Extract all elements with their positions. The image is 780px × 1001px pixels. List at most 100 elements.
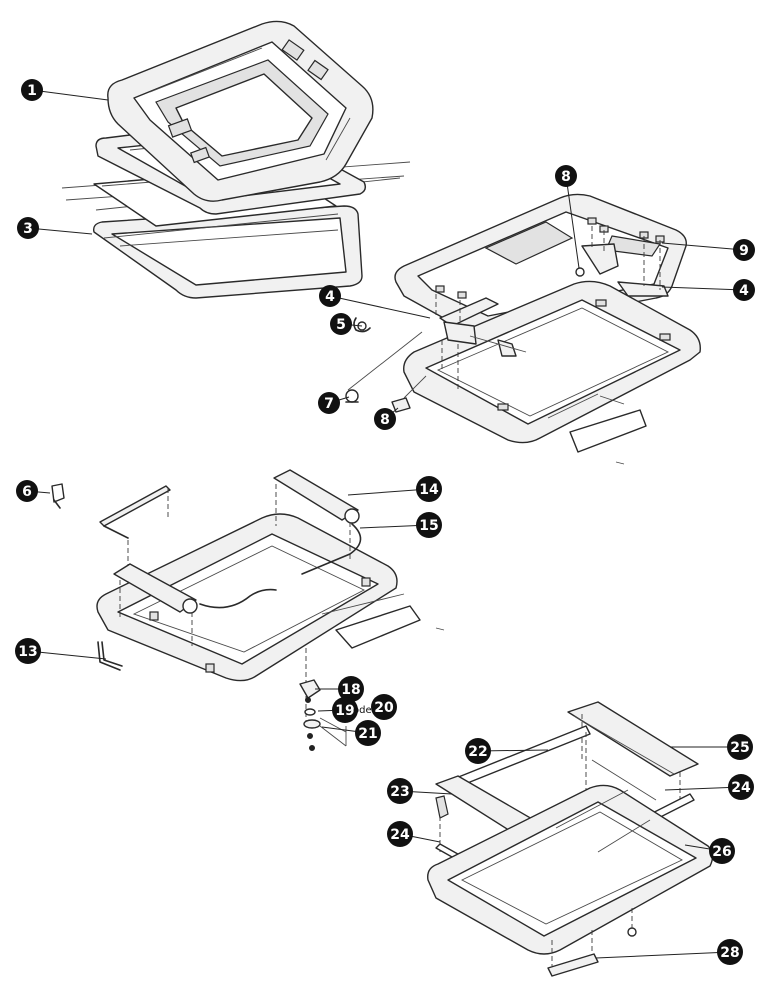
part-6-clip [51, 483, 65, 509]
part-26-frame [427, 784, 714, 955]
callout-circle [387, 821, 413, 847]
leader-line-c1 [31, 89, 109, 101]
leader-line-c28 [595, 951, 731, 959]
callout-label: 21 [358, 726, 377, 742]
callout-label: 3 [23, 221, 33, 237]
callout-circle [387, 778, 413, 804]
frame-main-mid [96, 513, 398, 682]
callout-label: 4 [739, 283, 749, 299]
callout-circle [727, 734, 753, 760]
callout-c19: 19 [332, 697, 358, 723]
callout-circle [416, 476, 442, 502]
callout-circle [16, 480, 38, 502]
hatch-upper-assembly [61, 20, 411, 299]
callout-circle [319, 285, 341, 307]
leader-line-c9 [661, 242, 745, 251]
callout-label: 5 [336, 317, 346, 333]
callout-circle [330, 313, 352, 335]
part-3-inner-frame [92, 205, 363, 299]
callout-label: 19 [335, 703, 354, 719]
callout-c13: 13 [15, 638, 41, 664]
part-1-dome-lid [107, 20, 374, 202]
callout-label: 15 [419, 518, 438, 534]
callout-label: 28 [720, 945, 739, 961]
callout-circle [318, 392, 340, 414]
callout-c7: 7 [318, 392, 340, 414]
callout-label: 14 [419, 482, 439, 498]
callout-circle [332, 697, 358, 723]
callout-label: 24 [390, 827, 410, 843]
hinge-mechanism-left [435, 294, 527, 390]
callout-c4a: 4 [319, 285, 341, 307]
callout-c5: 5 [330, 313, 352, 335]
drain-channel-top [547, 393, 647, 465]
frame-bottom-assembly [427, 701, 714, 977]
crank-parts-18-21 [299, 648, 347, 751]
callout-label: 26 [712, 844, 731, 860]
callout-label: 8 [380, 412, 390, 428]
callout-label: 18 [341, 682, 360, 698]
callout-circle [374, 408, 396, 430]
callout-label: 1 [27, 83, 37, 99]
callout-c26: 26 [709, 838, 735, 864]
spring-bar-left [113, 563, 198, 646]
part-15-cable [199, 523, 362, 609]
callout-label: 22 [468, 744, 487, 760]
callout-circle [355, 720, 381, 746]
callout-c4b: 4 [733, 279, 755, 301]
hatch-frame-hinge-assembly [345, 193, 701, 465]
callout-circle [416, 512, 442, 538]
callout-label: 25 [730, 740, 749, 756]
leader-line-c14 [347, 488, 430, 496]
callout-label: 7 [324, 396, 334, 412]
callout-label: 8 [561, 169, 571, 185]
callout-label: 24 [731, 780, 751, 796]
callout-c24b: 24 [387, 821, 413, 847]
callout-circle [555, 165, 577, 187]
leader-line-c13 [27, 650, 107, 660]
callout-c3: 3 [17, 217, 39, 239]
frame-base [403, 280, 701, 444]
callout-label: 6 [22, 484, 32, 500]
callout-circle [728, 774, 754, 800]
callout-circle [709, 838, 735, 864]
part-14-spring-bar [273, 469, 360, 560]
callout-c20: 20 [371, 694, 397, 720]
callout-label: 4 [325, 289, 335, 305]
callout-circle [338, 676, 364, 702]
callout-label: 13 [18, 644, 37, 660]
callout-label: 9 [739, 243, 749, 259]
callout-c22: 22 [465, 738, 491, 764]
note-oder: oder [353, 705, 377, 716]
callout-circle [21, 79, 43, 101]
callout-label: 23 [390, 784, 409, 800]
callout-circle [717, 939, 743, 965]
callout-circle [371, 694, 397, 720]
frame-crank-assembly [51, 469, 445, 751]
callout-c15: 15 [416, 512, 442, 538]
callout-c25: 25 [727, 734, 753, 760]
callout-c23: 23 [387, 778, 413, 804]
leader-line-c4a [329, 295, 431, 319]
callout-circle [15, 638, 41, 664]
callout-c28: 28 [717, 939, 743, 965]
part-13-hex-key [97, 641, 123, 671]
hinge-brackets-right [581, 226, 669, 297]
part-28-strip [547, 930, 599, 977]
callout-c9: 9 [733, 239, 755, 261]
callout-c6: 6 [16, 480, 38, 502]
callout-circle [733, 239, 755, 261]
callout-c1: 1 [21, 79, 43, 101]
callout-circle [465, 738, 491, 764]
callout-c8a: 8 [555, 165, 577, 187]
callout-c8b: 8 [374, 408, 396, 430]
callout-c24a: 24 [728, 774, 754, 800]
callout-c21: 21 [355, 720, 381, 746]
callout-circle [733, 279, 755, 301]
drain-strip-mid [321, 593, 445, 649]
leader-line-c8a [565, 175, 580, 269]
callout-c14: 14 [416, 476, 442, 502]
leader-line-c4b [661, 286, 745, 291]
